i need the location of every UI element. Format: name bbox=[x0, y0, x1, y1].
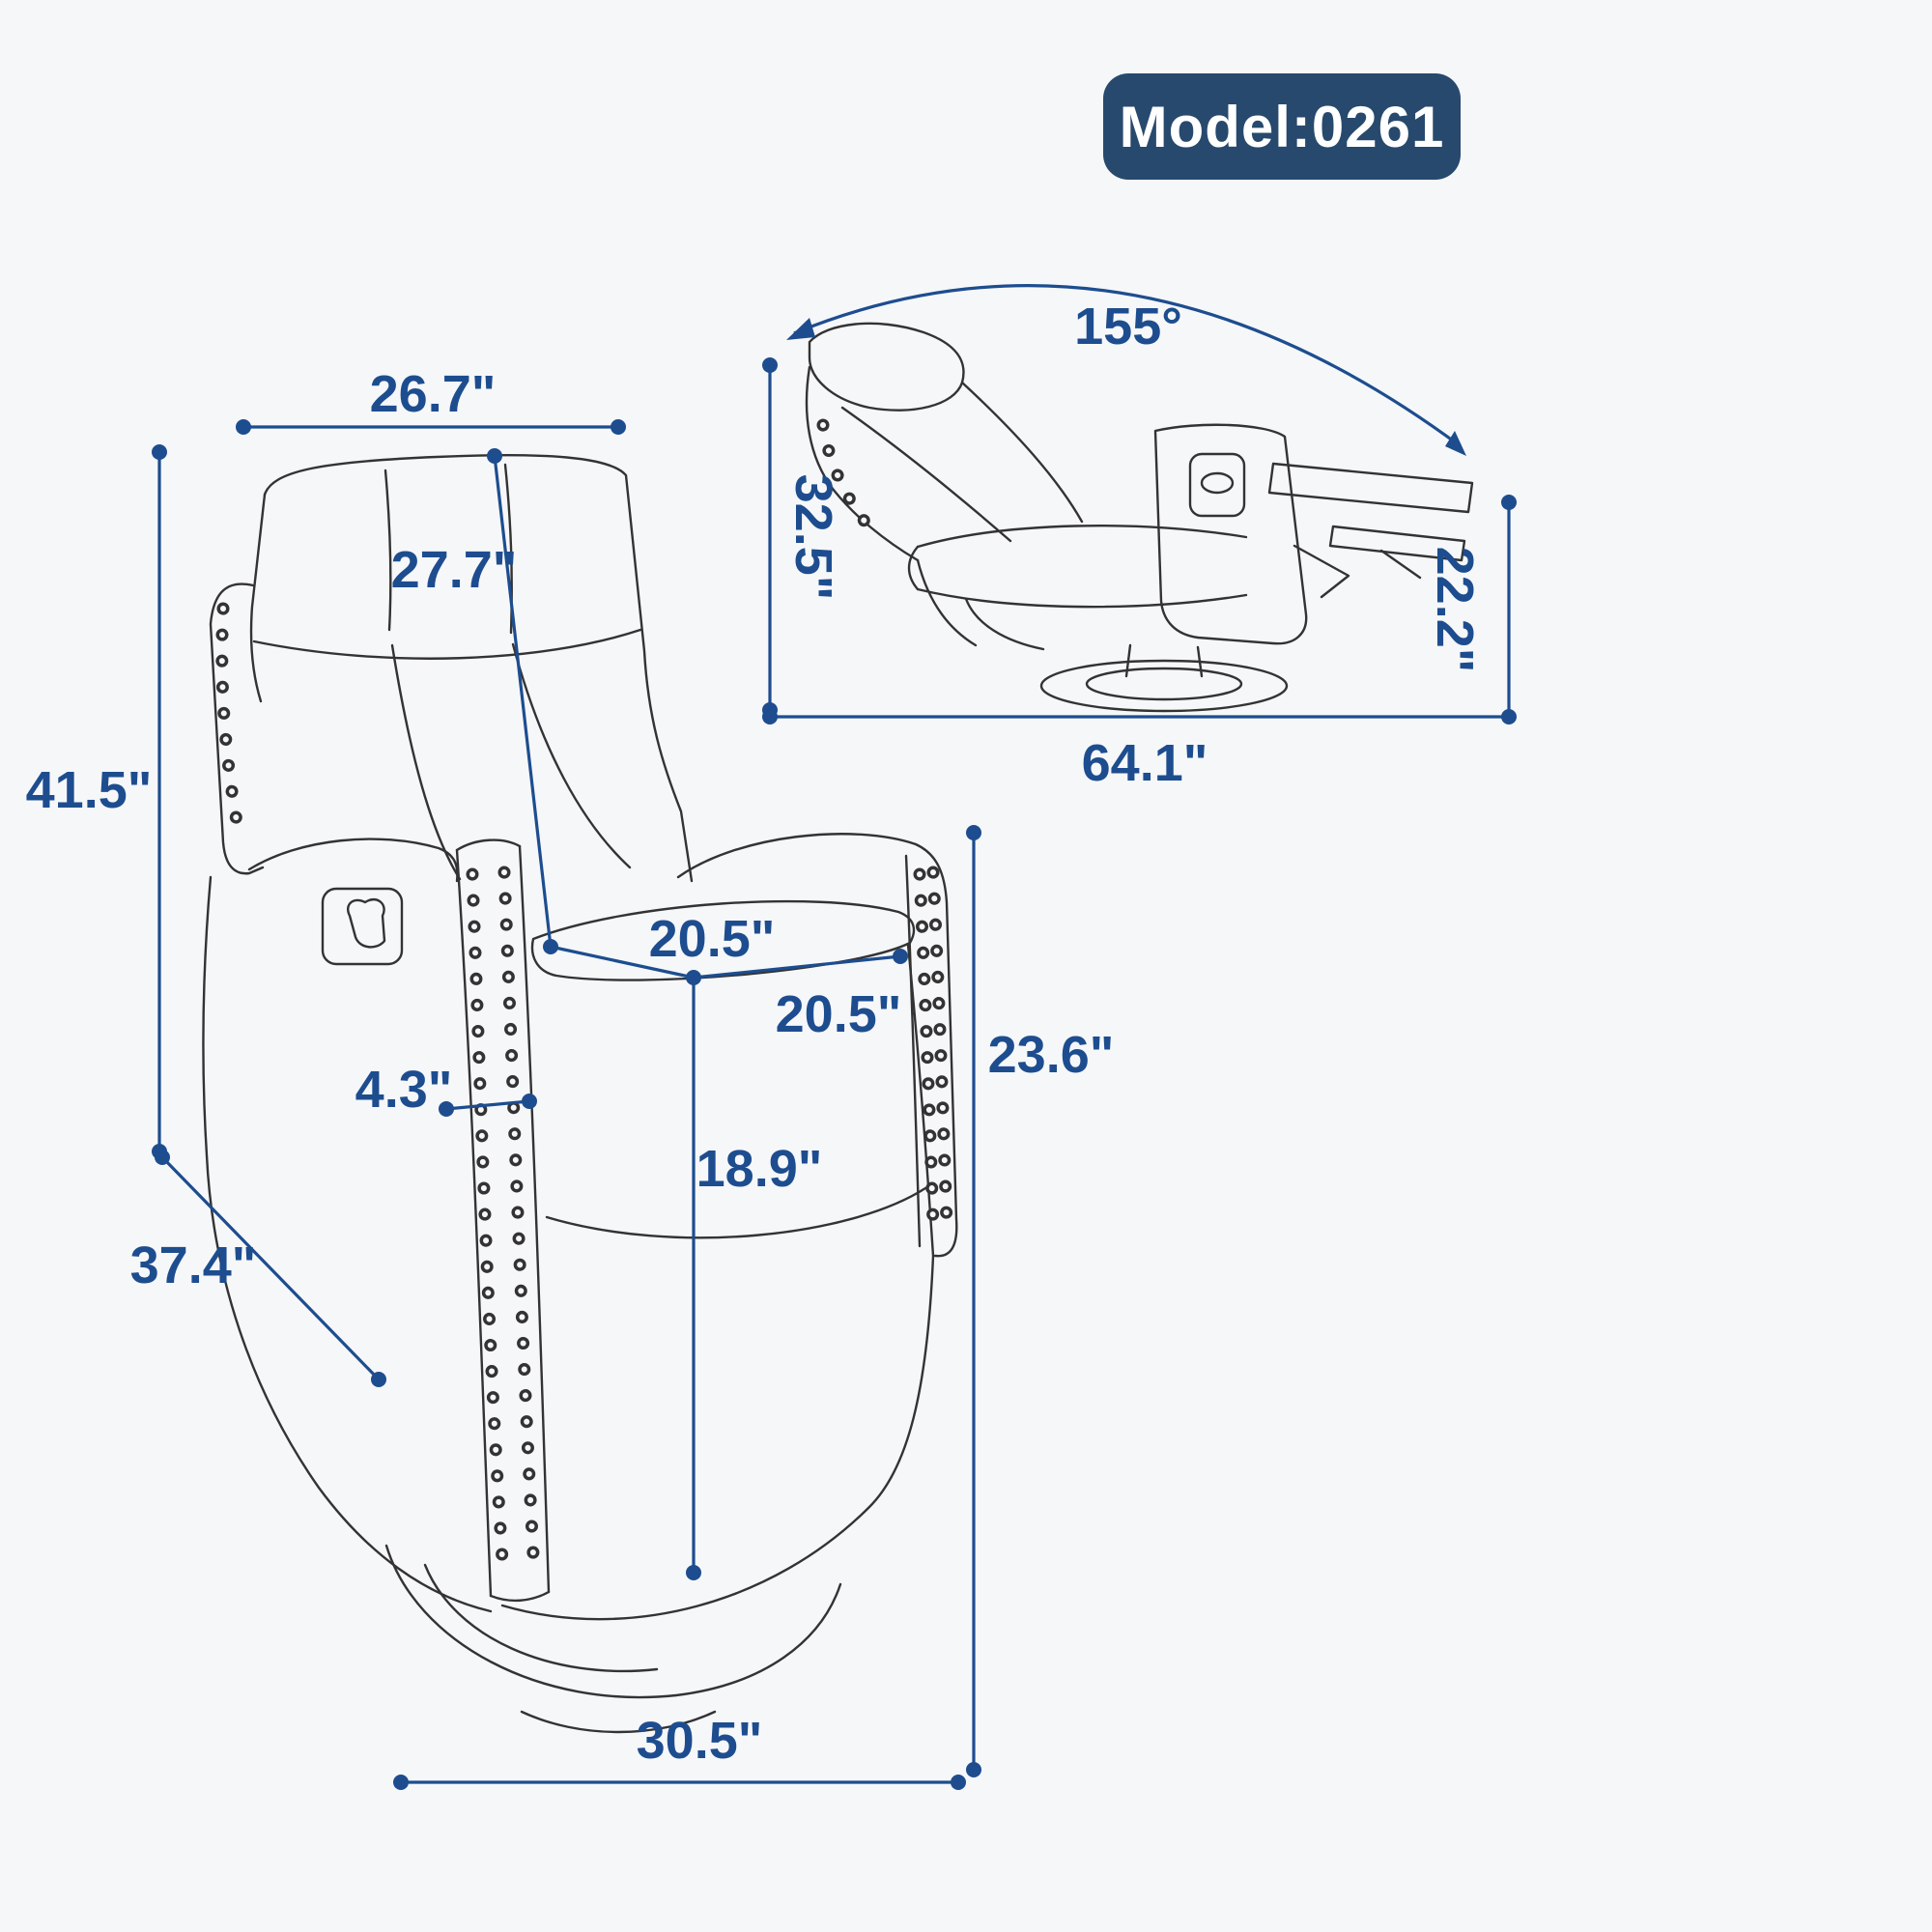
reclined-back-top bbox=[840, 406, 1012, 543]
backrest-outline bbox=[263, 454, 694, 883]
reclined-seat-top bbox=[916, 524, 1248, 549]
dim-recline-angle-label: 155° bbox=[1074, 298, 1182, 355]
reclined-seat-cap bbox=[907, 545, 920, 591]
dim-armrest-width-label: 4.3" bbox=[355, 1061, 453, 1119]
dim-overall-height: 41.5" bbox=[26, 444, 167, 1159]
dim-footrest-height-label: 22.2" bbox=[1426, 547, 1484, 673]
recline-lever-handle bbox=[347, 897, 386, 949]
left-wing-outline bbox=[209, 582, 265, 875]
dim-seat-depth-label: 20.5" bbox=[649, 910, 776, 968]
chair-bottom-edge bbox=[500, 1254, 935, 1621]
reclined-back-lower bbox=[805, 365, 920, 562]
reclined-seat-bottom bbox=[916, 587, 1248, 609]
dim-reclined-length-label: 64.1" bbox=[1082, 734, 1208, 792]
front-band-left-edge bbox=[455, 848, 493, 1598]
backrest-left-edge bbox=[249, 493, 267, 703]
main-chair-drawing bbox=[202, 454, 958, 1734]
headrest-bottom-seam bbox=[252, 628, 642, 660]
reclined-lever-handle bbox=[1200, 471, 1235, 495]
swivel-base-foot bbox=[520, 1710, 717, 1734]
left-body-outline bbox=[202, 875, 493, 1613]
dim-seat-width: 20.5" bbox=[693, 949, 908, 1043]
dim-back-length: 27.7" bbox=[391, 448, 558, 954]
dim-arm-front-height: 23.6" bbox=[966, 825, 1114, 1777]
dim-seat-front-height-label: 18.9" bbox=[696, 1140, 823, 1198]
footrest-upper-pad bbox=[1267, 462, 1474, 514]
reclined-armrest bbox=[1153, 423, 1308, 645]
dim-top-width-label: 26.7" bbox=[370, 365, 497, 423]
back-seam-right bbox=[511, 642, 632, 869]
reclined-underside bbox=[916, 558, 1045, 651]
front-band-right-edge bbox=[518, 844, 551, 1594]
dim-seat-width-label: 20.5" bbox=[776, 985, 902, 1043]
reclined-lever-plate bbox=[1188, 452, 1246, 518]
reclined-base-disc-inner bbox=[1085, 667, 1243, 701]
model-badge-label: Model:0261 bbox=[1119, 94, 1445, 159]
dim-seat-front-height: 18.9" bbox=[686, 978, 822, 1580]
dim-overall-height-label: 41.5" bbox=[26, 761, 153, 819]
dim-overall-depth-label: 37.4" bbox=[130, 1236, 257, 1294]
dim-base-width: 30.5" bbox=[393, 1712, 966, 1790]
reclined-back-rear bbox=[960, 381, 1084, 524]
dim-seated-height: 32.5" bbox=[762, 357, 842, 718]
right-band-nailheads-b bbox=[926, 866, 953, 1230]
dim-recline-angle: 155° bbox=[786, 284, 1466, 456]
dim-armrest-width: 4.3" bbox=[355, 1061, 537, 1119]
footrest-lower-pad bbox=[1328, 525, 1466, 562]
back-seam-left bbox=[390, 643, 462, 881]
dim-reclined-length: 64.1" bbox=[762, 709, 1509, 792]
front-band-bottom bbox=[489, 1590, 551, 1603]
dim-base-width-label: 30.5" bbox=[637, 1712, 763, 1770]
recline-lever-plate bbox=[321, 887, 404, 966]
headrest-seam-left bbox=[384, 469, 392, 632]
dim-seat-depth: 20.5" bbox=[550, 910, 776, 985]
dim-overall-depth: 37.4" bbox=[130, 1150, 386, 1387]
right-band-nailheads-a bbox=[913, 867, 940, 1232]
model-badge: Model:0261 bbox=[1103, 73, 1461, 180]
right-arm-top bbox=[676, 833, 918, 879]
dim-back-length-label: 27.7" bbox=[391, 541, 518, 599]
reclined-chair-drawing bbox=[805, 322, 1474, 713]
swivel-base-inner bbox=[423, 1563, 659, 1673]
footrest-linkage bbox=[1293, 544, 1422, 599]
dim-footrest-height: 22.2" bbox=[1426, 495, 1517, 724]
dim-seated-height-label: 32.5" bbox=[784, 474, 842, 601]
reclined-back-nailheads bbox=[816, 418, 876, 534]
swivel-base-outer bbox=[384, 1544, 842, 1699]
front-band-top bbox=[455, 838, 522, 852]
left-arm-top bbox=[247, 838, 459, 883]
dim-top-width: 26.7" bbox=[236, 365, 626, 435]
left-wing-nailheads bbox=[215, 602, 246, 843]
reclined-base-disc bbox=[1039, 659, 1289, 713]
dim-arm-front-height-label: 23.6" bbox=[988, 1026, 1115, 1084]
reclined-headrest bbox=[808, 322, 965, 412]
front-panel-seam bbox=[545, 1186, 927, 1239]
right-arm-outer-edge bbox=[914, 842, 958, 1258]
right-band-edge bbox=[904, 854, 922, 1248]
